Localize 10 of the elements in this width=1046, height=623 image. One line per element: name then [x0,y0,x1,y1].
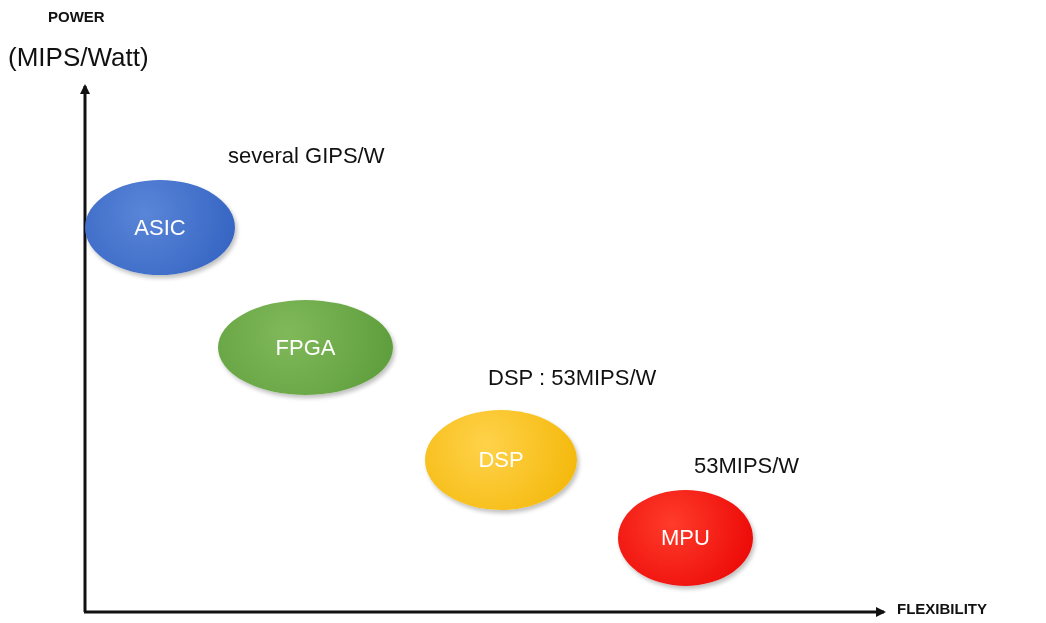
value-annotation: DSP : 53MIPS/W [488,365,657,391]
axis-title: (MIPS/Watt) [8,42,149,73]
value-annotation: 53MIPS/W [694,453,800,479]
node-label: ASIC [134,214,186,241]
node-label: MPU [661,525,710,551]
node-label: DSP [478,447,524,473]
value-annotation: several GIPS/W [228,143,385,169]
node-label: FPGA [275,334,336,361]
axis-title: FLEXIBILITY [897,600,987,617]
axis-title: POWER [48,8,105,25]
